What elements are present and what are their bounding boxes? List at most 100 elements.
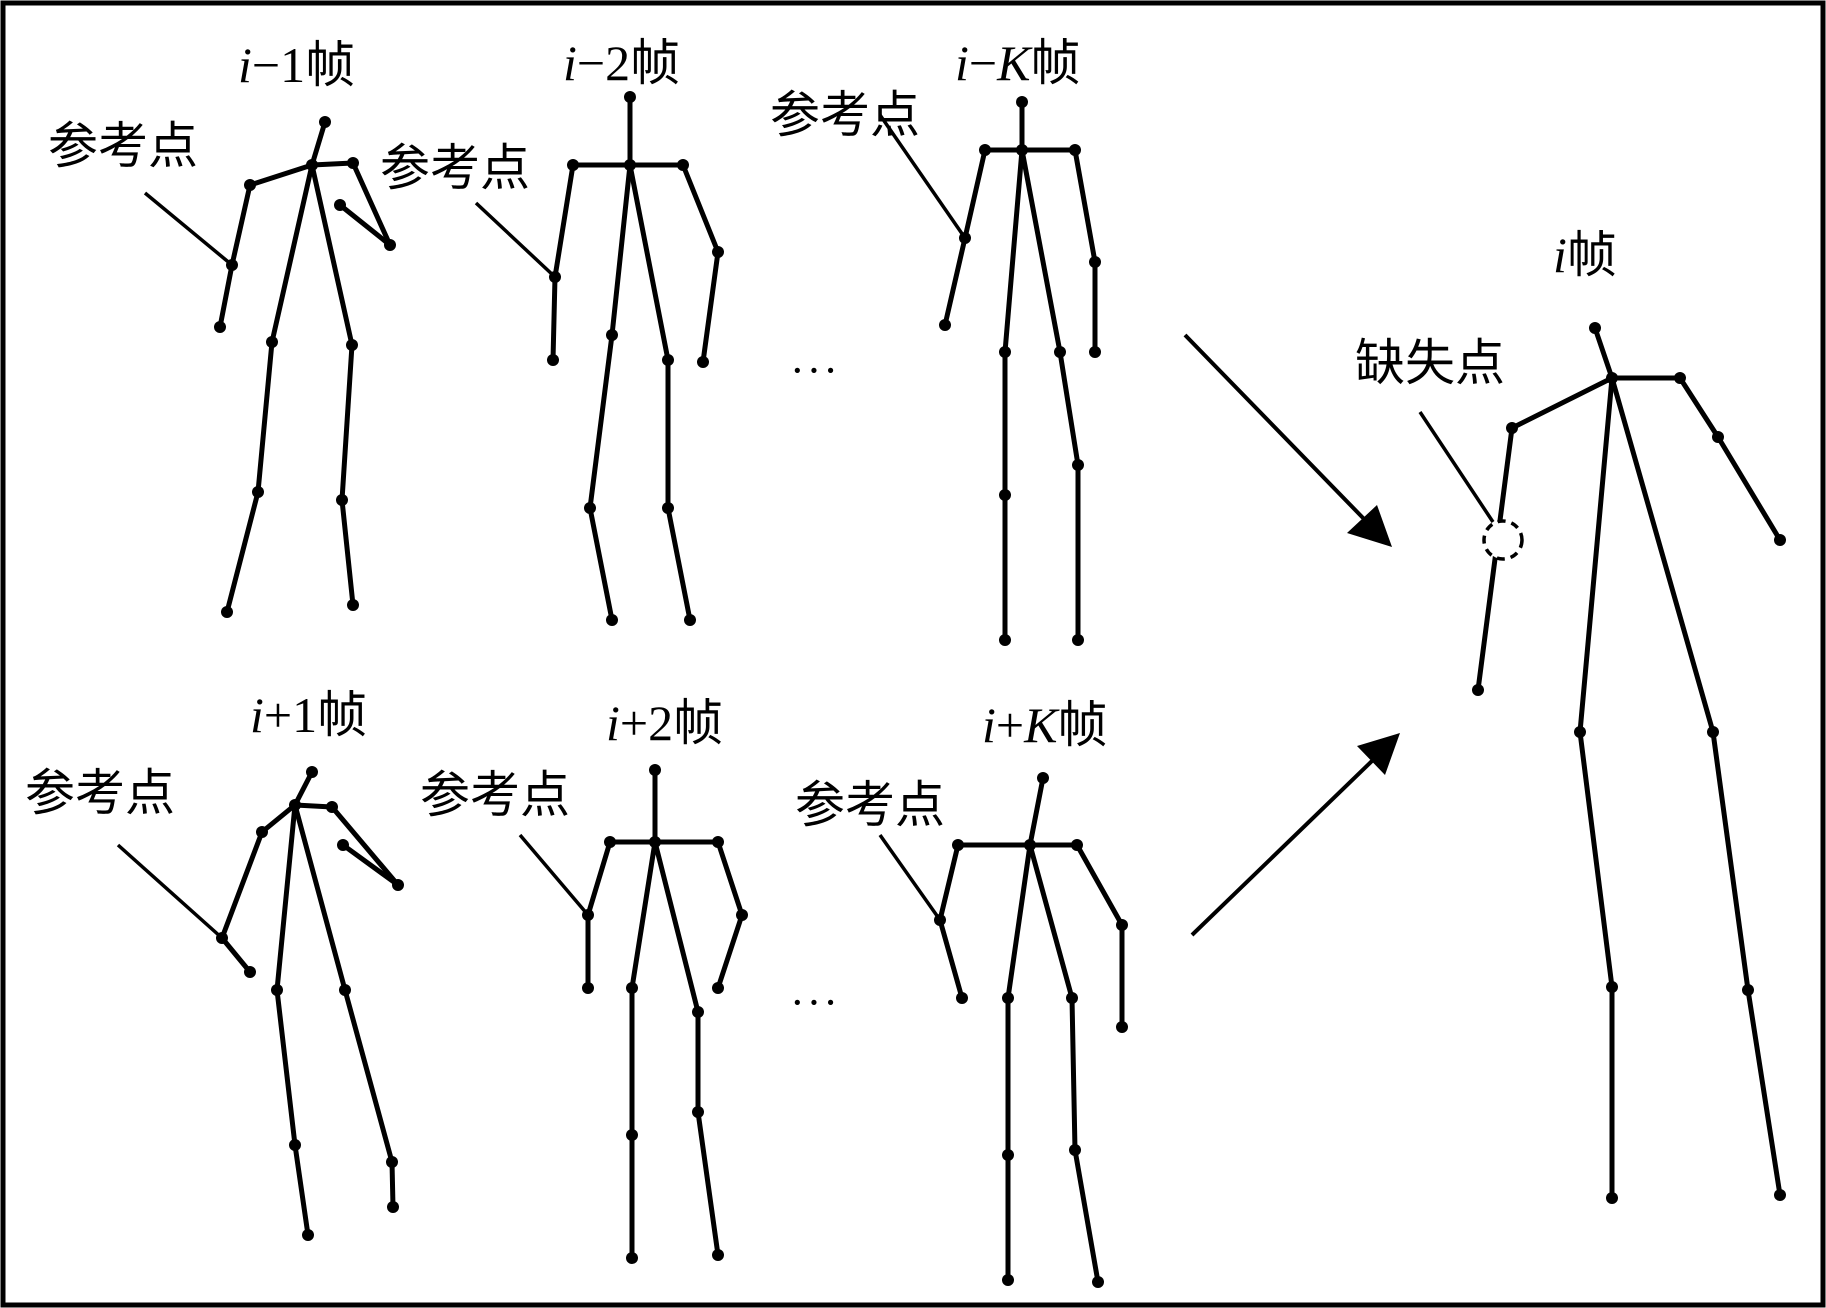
skeleton-joint xyxy=(662,502,674,514)
skeleton-joint xyxy=(392,879,404,891)
skeleton-joint xyxy=(624,91,636,103)
skeleton-joint xyxy=(289,799,301,811)
skeleton-joint xyxy=(736,909,748,921)
skeleton-joint xyxy=(1071,839,1083,851)
frame-num: 2 xyxy=(648,695,673,751)
skeleton-bone xyxy=(962,147,988,241)
skeleton-joint xyxy=(939,319,951,331)
skeleton-bone xyxy=(292,802,348,993)
label-frame-i-plus-k: i+K帧 xyxy=(982,697,1107,753)
skeleton-bone xyxy=(342,987,395,1165)
skeleton-bone xyxy=(1005,842,1033,1001)
skeleton-joint xyxy=(289,1139,301,1151)
skeleton-bone xyxy=(224,489,261,615)
skeleton-joint xyxy=(1707,726,1719,738)
skeleton-bone xyxy=(552,162,576,280)
skeleton-bone xyxy=(1609,375,1716,735)
skeleton-joint xyxy=(606,329,618,341)
skeleton-joint xyxy=(271,984,283,996)
frame-suffix: 帧 xyxy=(1567,227,1617,283)
skeleton-joint xyxy=(1066,992,1078,1004)
skeleton-bone xyxy=(274,987,298,1148)
skeleton-joint xyxy=(1742,984,1754,996)
skeleton-joint xyxy=(1069,1144,1081,1156)
skeleton-bone xyxy=(715,839,745,918)
skeleton-bone xyxy=(700,249,721,365)
skeleton-joint xyxy=(684,614,696,626)
skeleton-bone xyxy=(340,842,401,888)
skeleton-bone xyxy=(292,769,315,808)
skeleton-bone xyxy=(309,162,355,348)
skeleton-joint xyxy=(1674,372,1686,384)
arrow-head-top xyxy=(1347,505,1392,547)
callout-reference-point: 参考点 xyxy=(380,140,530,196)
skeleton-joint xyxy=(1606,1192,1618,1204)
skeleton-bone xyxy=(259,802,298,835)
skeleton-bone xyxy=(1592,325,1615,381)
skeleton-joint xyxy=(1002,992,1014,1004)
skeleton-joint xyxy=(1089,346,1101,358)
skeleton-joint xyxy=(582,909,594,921)
skeleton-joint xyxy=(1092,1276,1104,1288)
skeleton-joint xyxy=(999,634,1011,646)
leader-line xyxy=(878,833,942,922)
skeleton-bone xyxy=(339,497,356,608)
skeleton-joint xyxy=(252,486,264,498)
label-frame-i-plus-1: i+1帧 xyxy=(250,687,367,743)
skeleton-joint xyxy=(606,614,618,626)
skeleton-joint xyxy=(1024,839,1036,851)
skeleton-joint xyxy=(256,826,268,838)
skeleton-joint xyxy=(347,157,359,169)
skeleton-joint xyxy=(1774,1189,1786,1201)
frame-suffix: 帧 xyxy=(1057,697,1107,753)
skeleton-frame-i-minus-1 xyxy=(214,116,396,618)
skeleton-joint xyxy=(952,839,964,851)
skeleton-joint xyxy=(999,489,1011,501)
skeleton-joint xyxy=(649,764,661,776)
skeleton-joint xyxy=(221,606,233,618)
frame-var: i xyxy=(238,37,252,93)
skeleton-joint xyxy=(244,179,256,191)
ellipsis-top-row: ··· xyxy=(790,346,840,395)
skeleton-bone xyxy=(585,839,613,918)
callout-reference-point: 参考点 xyxy=(795,777,945,833)
skeleton-joint xyxy=(697,356,709,368)
skeleton-joint xyxy=(1506,422,1518,434)
skeleton-joint xyxy=(1774,534,1786,546)
skeleton-joint xyxy=(979,144,991,156)
callout-reference-point: 参考点 xyxy=(770,87,920,143)
skeleton-frame-i-plus-1 xyxy=(216,766,404,1241)
skeleton-joint xyxy=(1069,144,1081,156)
skeleton-bone xyxy=(1577,375,1615,735)
frame-var: i xyxy=(563,35,577,91)
ellipsis-bottom-row: ··· xyxy=(790,978,840,1027)
skeleton-joint xyxy=(302,1229,314,1241)
skeleton-bone xyxy=(1027,842,1075,1001)
skeleton-joint xyxy=(244,966,256,978)
skeleton-bone xyxy=(665,505,693,623)
skeleton-joint xyxy=(662,354,674,366)
label-frame-i: i帧 xyxy=(1553,227,1617,283)
skeleton-joint xyxy=(692,1006,704,1018)
label-frame-i-minus-2: i−2帧 xyxy=(563,35,680,91)
skeleton-bone xyxy=(652,839,701,1015)
skeleton-joint xyxy=(266,336,278,348)
skeleton-joint xyxy=(712,1249,724,1261)
skeleton-bone xyxy=(942,235,968,328)
skeleton-joint xyxy=(624,159,636,171)
skeleton-bone xyxy=(337,202,393,248)
skeleton-joint xyxy=(1606,981,1618,993)
frame-suffix: 帧 xyxy=(305,37,355,93)
skeleton-joint xyxy=(934,914,946,926)
leader-line xyxy=(143,191,234,267)
arrow-bottom-to-current xyxy=(1190,758,1375,937)
skeleton-joint xyxy=(216,932,228,944)
skeleton-bone xyxy=(389,1159,396,1210)
skeleton-joint xyxy=(1054,346,1066,358)
skeleton-joint xyxy=(712,982,724,994)
skeleton-frame-i-minus-2 xyxy=(547,91,724,626)
skeleton-bone xyxy=(292,1142,311,1238)
skeleton-joint xyxy=(1606,372,1618,384)
